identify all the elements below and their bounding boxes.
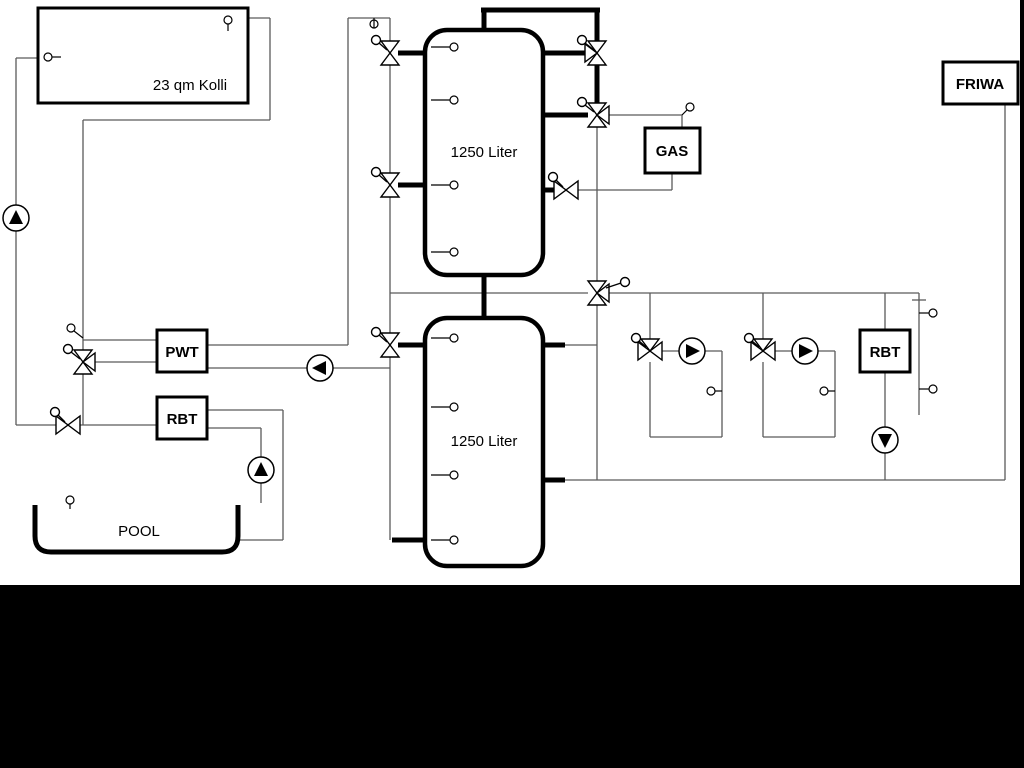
sensor-top-line-icon [369, 18, 379, 29]
pipes-thin [15, 17, 1006, 541]
rbt-right-label: RBT [870, 344, 901, 361]
sensor-tank2-4-icon [431, 535, 459, 545]
rbt-left: RBT [155, 395, 209, 441]
pool-label: POOL [118, 523, 160, 540]
sensor-tank2-1-icon [431, 333, 459, 343]
sensor-circuit-1-icon [706, 386, 722, 396]
pump-pwt-icon [306, 354, 334, 382]
friwa-label: FRIWA [956, 76, 1004, 93]
sensor-tank1-4-icon [431, 247, 459, 257]
valve-top-header-icon [576, 34, 608, 66]
pwt-heat-exchanger: PWT [155, 328, 209, 374]
pipes-main [392, 7, 600, 543]
solar-collector: 23 qm Kolli [36, 6, 250, 105]
sensor-tank2-2-icon [431, 402, 459, 412]
bottom-letterbox-bar [0, 585, 1024, 768]
sensor-tank1-1-icon [431, 42, 459, 52]
pwt-label: PWT [165, 344, 198, 361]
rbt-left-label: RBT [167, 411, 198, 428]
sensor-pool-icon [65, 495, 75, 509]
tank-top-label: 1250 Liter [451, 144, 518, 161]
rbt-right: RBT [858, 328, 912, 374]
valve-distribution-icon [586, 276, 631, 306]
valve-pool-line-icon [49, 406, 81, 436]
friwa-station: FRIWA [941, 60, 1020, 106]
pump-solar-icon [2, 204, 30, 232]
buffer-tank-top: 1250 Liter [422, 27, 546, 278]
sensor-collector-panel-icon [43, 52, 61, 62]
pumps [2, 204, 899, 484]
sensor-rbt-top-icon [919, 308, 938, 318]
pump-heating-circuit-1-icon [678, 337, 706, 365]
valve-heating-circuit-1-icon [630, 332, 663, 362]
gas-boiler: GAS [643, 126, 702, 175]
valve-gas-return-icon [547, 171, 579, 201]
sensor-tank1-3-icon [431, 180, 459, 190]
valve-tank2-top-icon [370, 326, 401, 358]
valve-tank1-top-icon [370, 34, 401, 66]
buffer-tank-bottom: 1250 Liter [422, 315, 546, 569]
sensor-tank2-3-icon [431, 470, 459, 480]
sensor-tank1-2-icon [431, 95, 459, 105]
pump-pool-icon [247, 456, 275, 484]
valve-heating-circuit-2-icon [743, 332, 776, 362]
pool-basin: POOL [32, 505, 241, 555]
gas-label: GAS [656, 143, 689, 160]
valve-tank1-mid-icon [370, 166, 401, 198]
sensor-rbt-bottom-icon [919, 384, 938, 394]
collector-label: 23 qm Kolli [153, 77, 227, 94]
sensor-collector-top-icon [223, 15, 233, 31]
right-letterbox-bar [1020, 0, 1024, 768]
pump-rbt-icon [871, 426, 899, 454]
sensor-circuit-2-icon [819, 386, 835, 396]
pump-heating-circuit-2-icon [791, 337, 819, 365]
valve-gas-supply-icon [576, 96, 610, 128]
sensor-gas-icon [681, 102, 695, 116]
tank-bottom-label: 1250 Liter [451, 433, 518, 450]
valve-pwt-icon [62, 343, 96, 375]
valves [49, 34, 776, 436]
sensor-pwt-line-icon [66, 323, 84, 339]
sensors [43, 15, 938, 545]
